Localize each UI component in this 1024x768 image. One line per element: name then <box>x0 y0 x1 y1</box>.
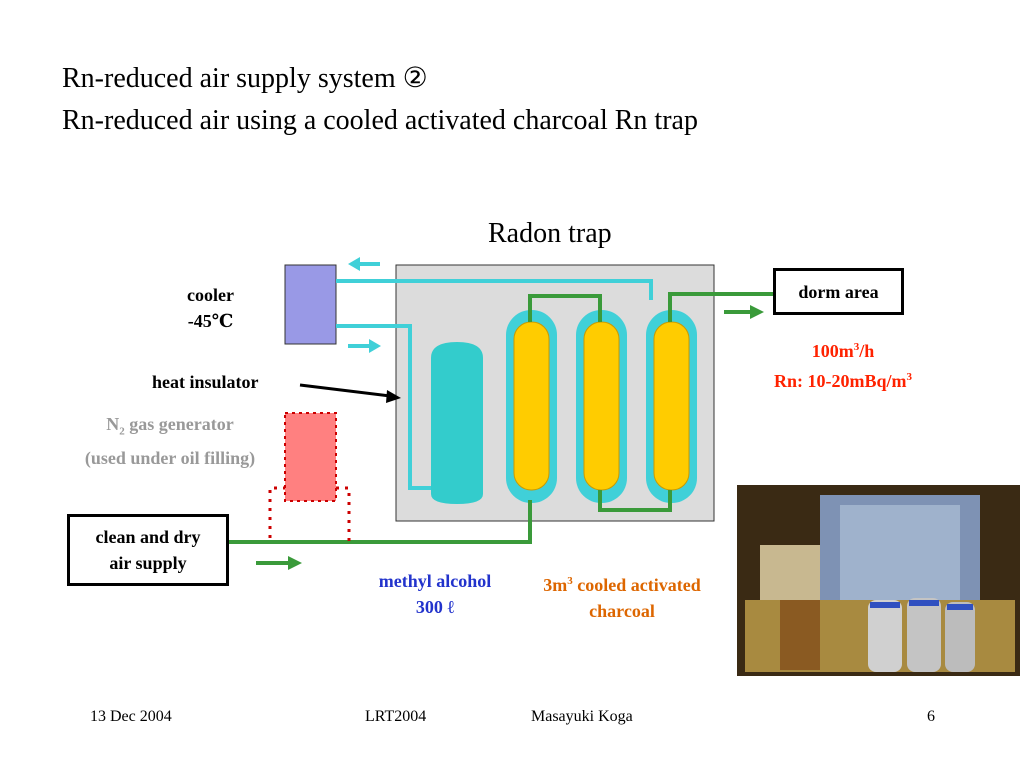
cooler-label: cooler -45℃ <box>168 282 253 334</box>
title-line-2: Rn-reduced air using a cooled activated … <box>62 105 698 136</box>
rn-level-line: Rn: 10-20mBq/m3 <box>773 371 912 391</box>
dorm-area-box: dorm area <box>773 268 904 315</box>
air-inlet-pipe <box>228 500 532 544</box>
n2-generator <box>284 412 337 502</box>
green-arrow-outlet-head <box>750 305 764 319</box>
cooler-label-line2: -45℃ <box>187 311 234 331</box>
clean-air-supply-box: clean and dry air supply <box>67 514 229 586</box>
charcoal-line1: 3m3 cooled activated <box>543 575 701 595</box>
methyl-line1: methyl alcohol <box>378 571 492 591</box>
radon-trap-label: Radon trap <box>488 218 612 249</box>
footer-page-number: 6 <box>927 708 935 725</box>
footer-author: Masayuki Koga <box>531 708 633 725</box>
n2-label-line1: N2 gas generator <box>106 414 234 438</box>
flow-rate-label: 100m3/h Rn: 10-20mBq/m3 <box>748 334 938 394</box>
cooling-supply-pipe <box>336 324 440 490</box>
charcoal-column-3 <box>653 321 690 491</box>
footer-date: 13 Dec 2004 <box>90 708 172 725</box>
air-outlet-pipe <box>668 292 774 322</box>
charcoal-label: 3m3 cooled activated charcoal <box>516 568 728 624</box>
charcoal-column-2 <box>583 321 620 491</box>
methyl-alcohol-tank <box>431 342 483 504</box>
cooling-return-pipe <box>336 279 653 300</box>
flow-rate-line: 100m3/h <box>811 341 875 361</box>
heat-insulator-label: heat insulator <box>152 372 259 392</box>
n2-label-line2: (used under oil filling) <box>84 447 256 468</box>
green-arrow-inlet-head <box>288 556 302 570</box>
heat-insulator-pointer-head <box>386 390 401 403</box>
air-connector-1 <box>528 294 602 322</box>
cooler-unit <box>284 264 337 345</box>
clean-air-line1: clean and dry <box>95 527 201 547</box>
cyan-arrow-right-head <box>369 339 381 353</box>
footer-conference: LRT2004 <box>365 708 427 725</box>
heat-insulator-pointer <box>299 383 391 398</box>
cyan-arrow-left-head <box>348 257 360 271</box>
methyl-alcohol-label: methyl alcohol 300 ℓ <box>360 568 510 620</box>
title-line-1: Rn-reduced air supply system ② <box>62 63 428 94</box>
charcoal-line2: charcoal <box>589 601 655 621</box>
facility-photo <box>737 485 1020 676</box>
cooler-label-line1: cooler <box>187 285 234 305</box>
charcoal-column-1 <box>513 321 550 491</box>
methyl-line2: 300 ℓ <box>415 597 455 617</box>
clean-air-line2: air supply <box>109 553 187 573</box>
n2-generator-label: N2 gas generator (used under oil filling… <box>60 411 280 471</box>
air-connector-2 <box>598 490 672 512</box>
